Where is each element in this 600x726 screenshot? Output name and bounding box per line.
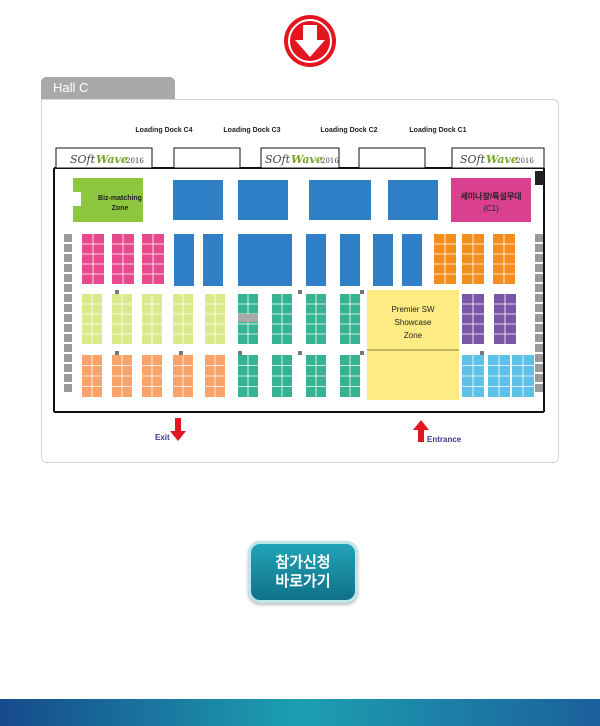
loading-dock-label-c1: Loading Dock C1 xyxy=(409,127,466,134)
wall-panel xyxy=(535,234,543,242)
wall-panel xyxy=(64,284,72,292)
exit-arrow-icon xyxy=(170,418,186,441)
floor-map-card: Loading Dock C4 Loading Dock C3 Loading … xyxy=(41,99,559,463)
wall-panel xyxy=(535,284,543,292)
wall-panel xyxy=(535,384,543,392)
seminar-zone xyxy=(451,178,531,222)
premier-zone-label-3: Zone xyxy=(404,331,423,340)
wall-panel xyxy=(535,374,543,382)
wall-panel xyxy=(64,364,72,372)
seminar-zone-label-2: (C1) xyxy=(483,204,499,213)
pillar xyxy=(360,290,364,294)
booth-block xyxy=(340,234,360,286)
hall-tab[interactable]: Hall C xyxy=(41,77,175,99)
softwave-logo-center: SOft Wave 2016 xyxy=(265,153,339,166)
wall-panel xyxy=(64,294,72,302)
wall-panel xyxy=(535,294,543,302)
softwave-logo-right: SOft Wave 2016 xyxy=(460,153,534,166)
wall-panel xyxy=(535,274,543,282)
premier-zone-label-1: Premier SW xyxy=(391,305,435,314)
booth-gray-cell xyxy=(238,314,258,322)
apply-button-line-1: 참가신청 xyxy=(275,554,331,571)
booth-block xyxy=(373,234,393,286)
booth-block xyxy=(388,180,438,220)
pillar xyxy=(480,351,484,355)
svg-text:2016: 2016 xyxy=(321,157,339,165)
svg-text:Wave: Wave xyxy=(291,153,323,166)
biz-zone-table xyxy=(73,192,81,206)
entrance-label: Entrance xyxy=(427,435,462,444)
svg-text:Wave: Wave xyxy=(96,153,128,166)
svg-text:SOft: SOft xyxy=(265,153,291,166)
wall-panel xyxy=(64,254,72,262)
wall-panel xyxy=(64,374,72,382)
wall-panel xyxy=(64,274,72,282)
scroll-down-arrow-icon xyxy=(284,15,336,67)
loading-dock-label-c3: Loading Dock C3 xyxy=(223,127,280,134)
logo-box-center xyxy=(260,147,340,169)
wall-panel xyxy=(535,364,543,372)
apply-now-button[interactable]: 참가신청 바로가기 xyxy=(248,541,358,603)
wall-panel xyxy=(535,254,543,262)
pillar xyxy=(360,351,364,355)
svg-text:SOft: SOft xyxy=(70,153,96,166)
booth-block xyxy=(306,234,326,286)
dock-door-c2 xyxy=(358,147,426,169)
pillar xyxy=(298,351,302,355)
logo-box-right xyxy=(451,147,545,169)
wall-panel xyxy=(64,354,72,362)
exit-label: Exit xyxy=(155,433,170,442)
premier-showcase-zone xyxy=(367,290,459,400)
svg-text:Wave: Wave xyxy=(486,153,518,166)
corner-block xyxy=(535,171,544,185)
wall-panel xyxy=(535,244,543,252)
wall-panel xyxy=(64,234,72,242)
apply-button-line-2: 바로가기 xyxy=(275,573,331,590)
wall-panel xyxy=(535,314,543,322)
biz-zone-label-2: Zone xyxy=(112,205,129,212)
booth-block xyxy=(238,234,292,286)
pillar xyxy=(115,290,119,294)
pillar xyxy=(298,290,302,294)
wall-panel xyxy=(535,334,543,342)
biz-matching-zone xyxy=(73,178,143,222)
pillar xyxy=(179,351,183,355)
booth-block xyxy=(203,234,223,286)
booth-block xyxy=(174,234,194,286)
dock-door-c4 xyxy=(173,147,241,169)
biz-zone-label-1: Biz-matching xyxy=(98,195,142,202)
svg-text:2016: 2016 xyxy=(126,157,144,165)
floor-map: Loading Dock C4 Loading Dock C3 Loading … xyxy=(53,127,545,444)
pillar xyxy=(238,351,242,355)
seminar-zone-label-1: 세미나장/특설무대 xyxy=(460,191,521,201)
booth-blocks xyxy=(53,147,545,413)
pillar xyxy=(115,351,119,355)
booth-block xyxy=(173,180,223,220)
wall-panel xyxy=(64,384,72,392)
wall-panel xyxy=(535,344,543,352)
wall-panel xyxy=(64,344,72,352)
premier-zone-label-2: Showcase xyxy=(395,318,432,327)
booth-block xyxy=(309,180,371,220)
wall-panel xyxy=(64,304,72,312)
loading-dock-label-c2: Loading Dock C2 xyxy=(320,127,377,134)
wall-panel xyxy=(64,314,72,322)
softwave-logo-left: SOft Wave 2016 xyxy=(70,153,144,166)
booth-block xyxy=(238,180,288,220)
wall-panel xyxy=(535,324,543,332)
wall-panel xyxy=(535,304,543,312)
entrance-arrow-icon xyxy=(413,420,429,442)
footer-gradient-band xyxy=(0,699,600,726)
wall-panel xyxy=(64,264,72,272)
wall-panel xyxy=(64,334,72,342)
wall-panel xyxy=(64,324,72,332)
booth-block xyxy=(402,234,422,286)
logo-box-left xyxy=(55,147,153,169)
svg-text:SOft: SOft xyxy=(460,153,486,166)
wall-panel xyxy=(535,354,543,362)
wall-panel xyxy=(535,264,543,272)
wall-panel xyxy=(64,244,72,252)
loading-dock-label-c4: Loading Dock C4 xyxy=(135,127,192,134)
svg-text:2016: 2016 xyxy=(516,157,534,165)
